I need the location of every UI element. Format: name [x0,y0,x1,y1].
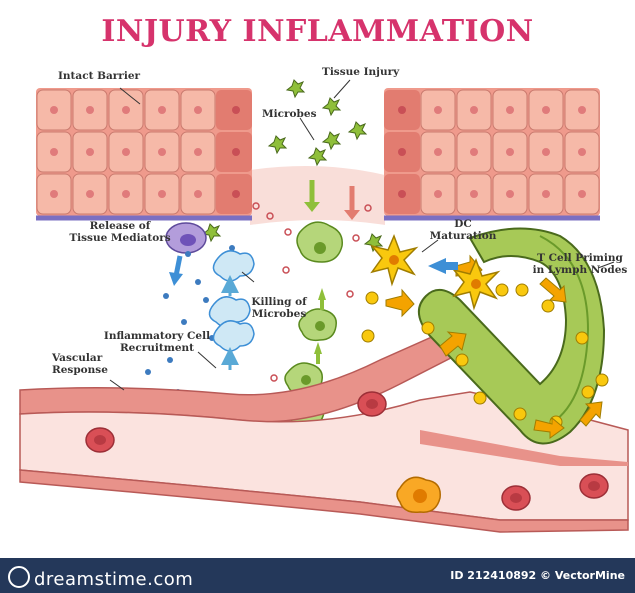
cell-nucleus [50,106,58,114]
cell-nucleus [86,190,94,198]
cell-nucleus [542,106,550,114]
wound-arrows [304,180,360,220]
label-tissue-injury: Tissue Injury [322,66,400,78]
label-intact-barrier: Intact Barrier [58,70,141,82]
cell-nucleus [434,106,442,114]
label-t-cell-priming-line2: in Lymph Nodes [532,264,628,276]
broken-cells [216,90,420,214]
cell-nucleus [194,148,202,156]
label-t-cell-priming: T Cell Priming in Lymph Nodes [528,252,632,276]
label-killing-line2: Microbes [251,308,307,320]
epithelial-cells-left [36,89,216,215]
label-inflammatory-recruitment: Inflammatory Cell Recruitment [92,330,222,354]
cell-nucleus [50,190,58,198]
rbc-centers [94,399,600,503]
footer-bar: dreamstime.com ID 212410892 © VectorMine [0,558,635,593]
brand-logo-icon [8,566,30,588]
cell-nucleus [470,148,478,156]
label-vascular-line2: Response [52,364,108,376]
cell-nucleus [86,148,94,156]
cell-nucleus [158,106,166,114]
orange-cell [396,476,441,514]
cell-nucleus [86,106,94,114]
cell-nucleus [506,148,514,156]
cell-nucleus [470,106,478,114]
cell-nucleus [158,190,166,198]
footer-credit: ID 212410892 © VectorMine [450,569,625,582]
epithelial-cells-right [420,89,600,215]
red-dots [252,202,372,382]
label-release-mediators-line2: Tissue Mediators [69,232,171,244]
cell-nucleus [434,148,442,156]
cell-nucleus [194,106,202,114]
leader-lines [109,79,615,391]
label-dc-maturation-line2: Maturation [429,230,497,242]
footer-brand-text: dreamstime.com [34,569,194,590]
label-recruitment-line2: Recruitment [119,342,195,354]
cell-nucleus [434,190,442,198]
cell-nucleus [578,106,586,114]
dendritic-cell-1 [369,233,419,287]
cell-nucleus [194,190,202,198]
footer-brand[interactable]: dreamstime.com [8,566,193,590]
label-dc-maturation-line1: DC [454,218,472,230]
cell-nucleus [506,106,514,114]
label-killing-microbes: Killing of Microbes [244,296,314,320]
cell-nucleus [542,190,550,198]
label-killing-line1: Killing of [251,296,307,308]
label-t-cell-priming-line1: T Cell Priming [537,252,623,264]
cell-nucleus [50,148,58,156]
label-recruitment-line1: Inflammatory Cell [103,330,211,342]
inflammation-diagram [19,79,629,533]
label-vascular-line1: Vascular [52,352,103,364]
cell-nucleus [122,190,130,198]
cell-nucleus [542,148,550,156]
cell-nucleus [122,148,130,156]
cell-nucleus [506,190,514,198]
wound-area [250,166,385,225]
label-release-mediators: Release of Tissue Mediators [60,220,180,244]
diagram-title: INJURY INFLAMMATION [101,14,534,49]
cell-nucleus [470,190,478,198]
label-release-mediators-line1: Release of [89,220,151,232]
cell-nucleus [122,106,130,114]
label-microbes: Microbes [262,108,317,120]
mast-cell [165,222,207,286]
dc-arrow [428,258,458,274]
cell-nucleus [578,148,586,156]
label-vascular-response: Vascular Response [52,352,108,376]
label-dc-maturation: DC Maturation [428,218,498,242]
cell-nucleus [578,190,586,198]
t-cells [361,283,609,429]
cell-nucleus [158,148,166,156]
